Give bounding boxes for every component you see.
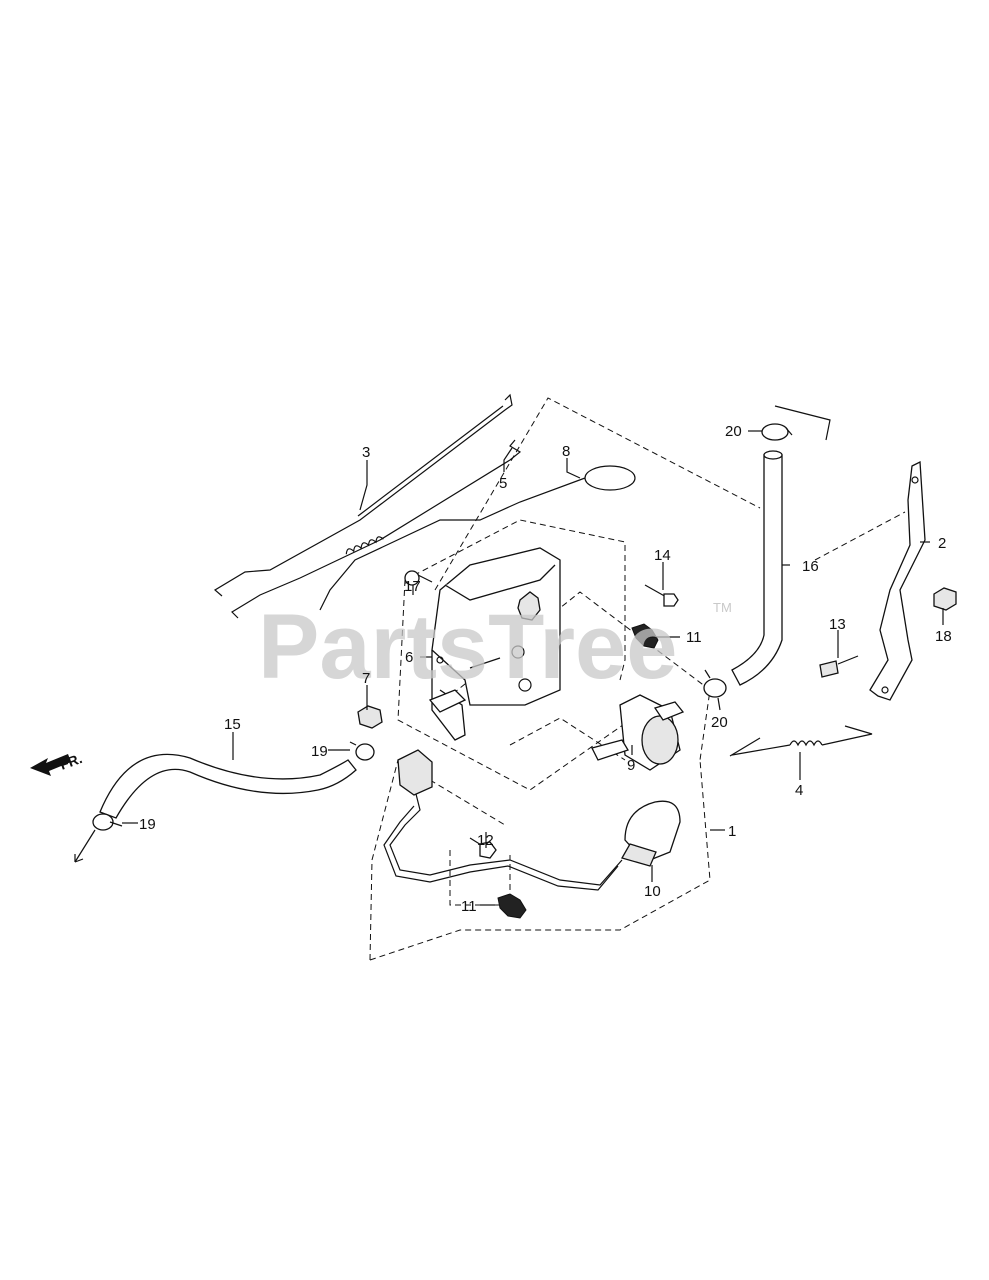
part-11-clip-lower [497, 893, 527, 919]
front-direction-indicator: FR. [30, 750, 84, 776]
watermark-logo: PartsTree [258, 596, 677, 698]
callout-16: 16 [802, 558, 819, 575]
callout-4: 4 [795, 782, 803, 799]
part-7-nut [357, 705, 383, 729]
callout-3: 3 [362, 444, 370, 461]
part-15-hose [99, 753, 357, 819]
callout-11-lower: 11 [461, 898, 477, 915]
callout-7: 7 [362, 670, 370, 687]
part-19-clamp-left [92, 813, 123, 831]
direction-label: FR. [58, 750, 85, 773]
part-9-fuel-valve [591, 694, 685, 771]
leader-lines [74, 430, 944, 906]
part-14-bolt [644, 584, 679, 607]
callout-19-left: 19 [139, 816, 156, 833]
watermark-trademark: TM [713, 600, 732, 615]
callout-2: 2 [938, 535, 946, 552]
callout-13: 13 [829, 616, 846, 633]
callout-17: 17 [404, 578, 421, 595]
callout-9: 9 [627, 757, 635, 774]
callout-20-lower: 20 [711, 714, 728, 731]
callout-numbers: 1 2 3 4 5 6 7 8 9 10 11 11 12 13 14 15 1… [139, 423, 952, 915]
callout-6: 6 [405, 649, 413, 666]
callout-18: 18 [935, 628, 952, 645]
part-17-bolt [404, 570, 433, 586]
callout-8: 8 [562, 443, 570, 460]
part-19-clamp-right [349, 741, 375, 761]
part-2-lever [869, 460, 926, 701]
part-3-rod-with-spring [213, 393, 513, 597]
part-11-clip-upper [631, 623, 659, 649]
callout-15: 15 [224, 716, 241, 733]
part-8-rod-loop [319, 465, 636, 611]
part-20-clamp-top [761, 405, 831, 441]
callout-10: 10 [644, 883, 661, 900]
part-5-rod [231, 439, 522, 619]
part-18-nut [933, 587, 957, 611]
part-13-bolt [819, 655, 859, 678]
part-10-cap [383, 749, 681, 891]
part-4-spring [729, 725, 873, 757]
callout-20-top: 20 [725, 423, 742, 440]
callout-11-upper: 11 [686, 629, 702, 646]
direction-arrow-icon [30, 754, 71, 776]
callout-12: 12 [477, 832, 494, 849]
part-16-hose [731, 450, 783, 686]
callout-14: 14 [654, 547, 671, 564]
part-12-bolt [469, 837, 497, 859]
callout-1: 1 [728, 823, 736, 840]
callout-5: 5 [499, 475, 507, 492]
part-20-clamp-lower [703, 669, 727, 698]
callout-19-right: 19 [311, 743, 328, 760]
part-6-bracket [428, 547, 561, 741]
